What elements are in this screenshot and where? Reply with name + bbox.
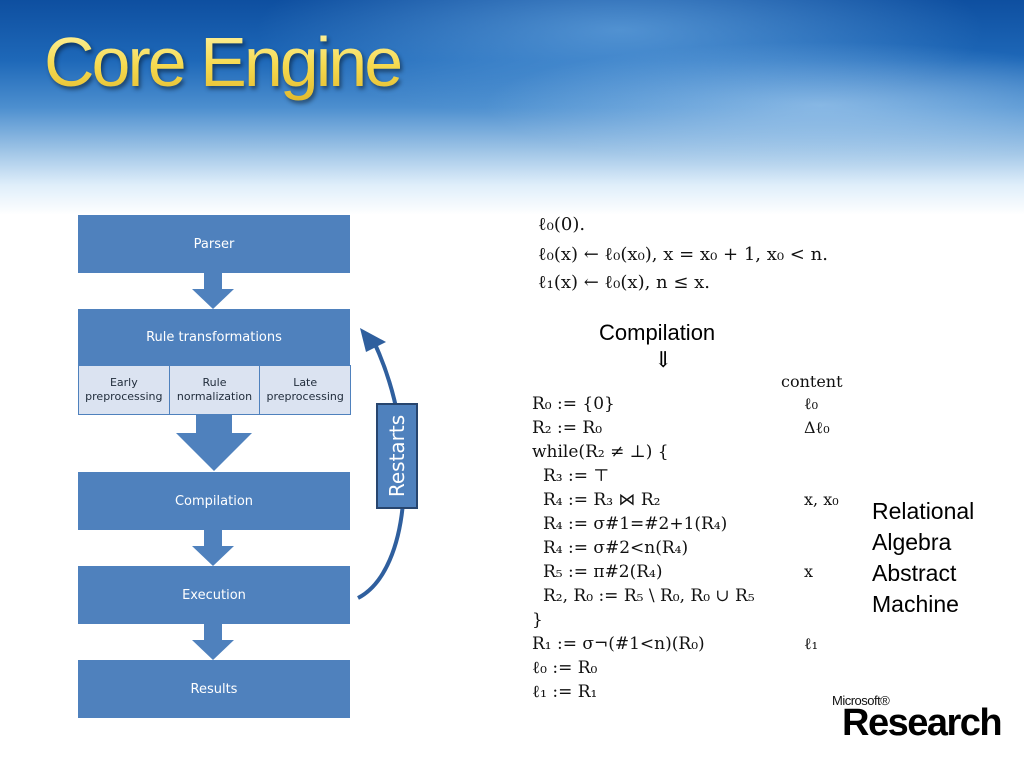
algebra-line: R₃ := ⊤ [543, 466, 610, 486]
algebra-content-cell: ℓ₀ [804, 394, 819, 413]
algebra-line: R₄ := σ#2<n(R₄) [543, 538, 689, 558]
down-arrow-3 [192, 530, 234, 566]
algebra-line: } [532, 610, 543, 630]
compilation-step-label: Compilation [174, 493, 254, 509]
sub-label: Late [293, 376, 318, 389]
parser-box: Parser [78, 215, 350, 273]
results-box: Results [78, 660, 350, 718]
sub-label: normalization [176, 390, 253, 403]
program-line-3: ℓ₁(x) ← ℓ₀(x), n ≤ x. [538, 272, 711, 293]
logo-microsoft-text: Microsoft® [832, 693, 890, 708]
algebra-line: ℓ₀ := R₀ [532, 658, 598, 678]
rule-transformations-box: Rule transformations [78, 309, 350, 365]
sub-label: Rule [202, 376, 227, 389]
microsoft-research-logo: Microsoft® Research [832, 693, 1003, 753]
ra-label-line: Machine [872, 591, 959, 617]
ra-label-line: Abstract [872, 560, 957, 586]
algebra-line: R₂ := R₀ [532, 418, 603, 438]
compilation-caption: Compilation [599, 320, 716, 345]
down-arrow-1 [192, 273, 234, 309]
algebra-line: R₁ := σ¬(#1<n)(R₀) [532, 634, 705, 654]
algebra-content-cell: x, x₀ [804, 490, 839, 509]
header-background [0, 0, 1024, 215]
ra-label-line: Algebra [872, 529, 952, 555]
restarts-box: Restarts [376, 403, 418, 509]
algebra-line: R₄ := σ#1=#2+1(R₄) [543, 514, 728, 534]
algebra-line: R₂, R₀ := R₅ \ R₀, R₀ ∪ R₅ [543, 586, 755, 606]
down-arrow-4 [192, 624, 234, 660]
rule-transformations-label: Rule transformations [146, 329, 282, 345]
slide-title: Core Engine [44, 23, 403, 101]
compilation-box: Compilation [78, 472, 350, 530]
content-column-header: content [781, 372, 843, 391]
program-line-1: ℓ₀(0). [538, 214, 586, 235]
algebra-content-cell: x [804, 562, 814, 581]
program-line-2: ℓ₀(x) ← ℓ₀(x₀), x = x₀ + 1, x₀ < n. [538, 244, 828, 265]
sub-label: preprocessing [85, 390, 163, 403]
algebra-line: R₀ := {0} [532, 394, 615, 414]
algebra-content-cell: Δℓ₀ [804, 418, 830, 437]
algebra-line: ℓ₁ := R₁ [532, 682, 598, 702]
ra-label-line: Relational [872, 498, 975, 524]
double-down-arrow-icon: ⇓ [654, 348, 673, 373]
algebra-content-cell: ℓ₁ [804, 634, 819, 653]
execution-label: Execution [182, 587, 246, 603]
restarts-label: Restarts [385, 414, 409, 498]
parser-label: Parser [193, 236, 235, 252]
down-arrow-2 [176, 415, 252, 471]
algebra-line: while(R₂ ≠ ⊥) { [532, 442, 669, 462]
results-label: Results [190, 681, 238, 697]
relational-algebra-abstract-machine-label: Relational Algebra Abstract Machine [872, 496, 974, 620]
algebra-line: R₄ := R₃ ⋈ R₂ [543, 490, 661, 510]
sub-label: Early [109, 376, 138, 389]
sub-label: preprocessing [266, 390, 344, 403]
logo-research-text: Research [842, 702, 1003, 744]
algebra-line: R₅ := π#2(R₄) [543, 562, 663, 582]
execution-box: Execution [78, 566, 350, 624]
